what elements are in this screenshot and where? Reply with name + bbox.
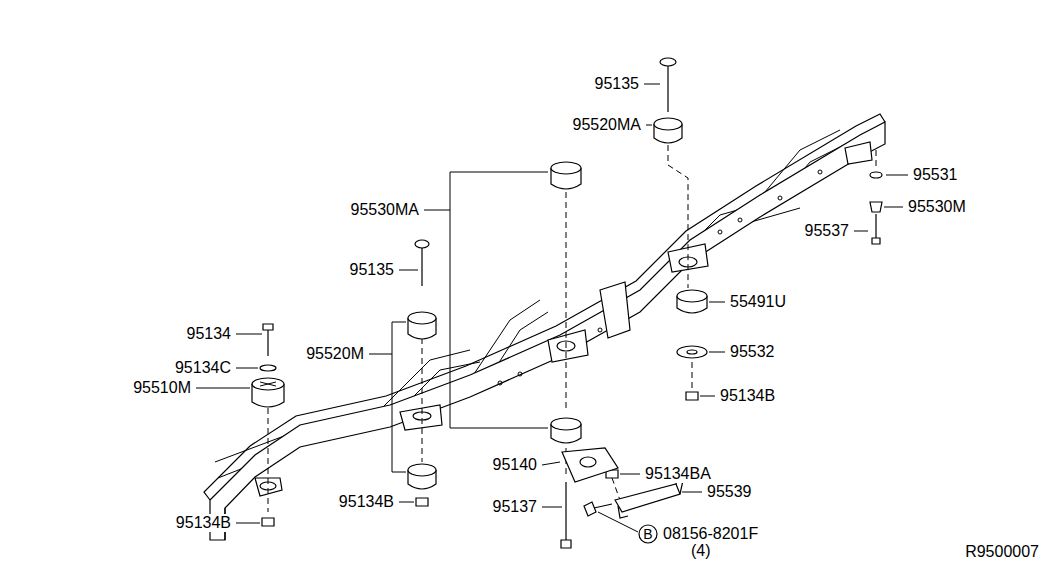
callout-number: 95137 xyxy=(492,498,539,516)
callout-number: 95530MA xyxy=(350,201,421,219)
callout-number: 95134BA xyxy=(644,465,712,483)
circled-letter: B xyxy=(642,525,653,543)
callout-number: 95520M xyxy=(305,345,365,363)
callout-number: 95537 xyxy=(804,222,851,240)
callout-number: 95134 xyxy=(186,325,233,343)
callout-number: 95134C xyxy=(174,359,232,377)
callout-number: 95531 xyxy=(912,166,959,184)
callout-number: 95140 xyxy=(492,456,539,474)
callout-number: (4) xyxy=(690,542,712,560)
callout-number: 95134B xyxy=(175,514,232,532)
callout-number: 95520MA xyxy=(572,116,643,134)
callout-number: 95134B xyxy=(719,387,776,405)
callout-number: 95134B xyxy=(338,493,395,511)
callout-number: R9500007 xyxy=(964,543,1040,561)
callout-number: 95510M xyxy=(132,379,192,397)
callout-number: 95530M xyxy=(907,198,967,216)
callout-number: 95135 xyxy=(594,75,641,93)
callout-number: 95539 xyxy=(706,483,753,501)
callout-number: 08156-8201F xyxy=(662,525,759,543)
callout-number: 55491U xyxy=(729,293,787,311)
callout-number: 95135 xyxy=(349,261,396,279)
callout-number: 95532 xyxy=(729,343,776,361)
